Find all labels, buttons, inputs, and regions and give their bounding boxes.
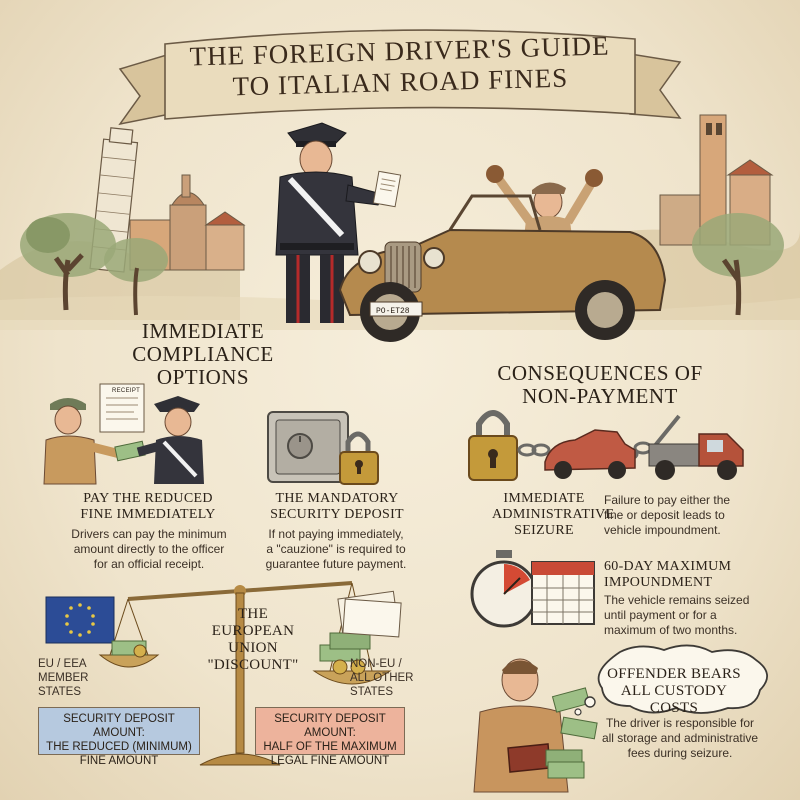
administrative-seizure-text: Failure to pay either the fine or deposi… [604, 493, 754, 538]
administrative-seizure-title: IMMEDIATE ADMINISTRATIVE SEIZURE [492, 491, 596, 539]
pay-reduced-fine-title: PAY THE REDUCED FINE IMMEDIATELY [60, 491, 236, 523]
eu-discount-title: THE EUROPEAN UNION "DISCOUNT" [196, 606, 310, 674]
olive-tree-right [680, 200, 790, 320]
vehicle-seizure-illustration [465, 400, 765, 490]
vintage-car-illustration [330, 160, 675, 350]
custody-costs-title: OFFENDER BEARS ALL CUSTODY COSTS [606, 666, 742, 717]
immediate-compliance-heading: IMMEDIATE COMPLIANCE OPTIONS [118, 320, 288, 389]
license-plate: PO-ET28 [376, 307, 410, 316]
olive-tree-small [96, 230, 176, 320]
stopwatch-calendar-icon [470, 548, 600, 638]
receipt-label: RECEIPT [112, 388, 140, 394]
impoundment-title: 60-DAY MAXIMUM IMPOUNDMENT [604, 559, 740, 591]
custody-costs-text: The driver is responsible for all storag… [580, 716, 780, 761]
eu-member-states-label: EU / EEA MEMBER STATES [38, 657, 100, 699]
fine-payment-illustration [38, 380, 238, 485]
safe-padlock-icon [262, 406, 402, 486]
security-deposit-text: If not paying immediately, a "cauzione" … [236, 527, 436, 572]
page-title: THE FOREIGN DRIVER'S GUIDE TO ITALIAN RO… [177, 30, 622, 104]
impoundment-text: The vehicle remains seized until payment… [604, 593, 754, 638]
pay-reduced-fine-text: Drivers can pay the minimum amount direc… [44, 527, 254, 572]
eu-deposit-box: SECURITY DEPOSIT AMOUNT: THE REDUCED (MI… [38, 707, 200, 755]
security-deposit-title: THE MANDATORY SECURITY DEPOSIT [262, 491, 412, 523]
non-eu-deposit-box: SECURITY DEPOSIT AMOUNT: HALF OF THE MAX… [255, 707, 405, 755]
non-eu-states-label: NON-EU / ALL OTHER STATES [350, 657, 420, 699]
